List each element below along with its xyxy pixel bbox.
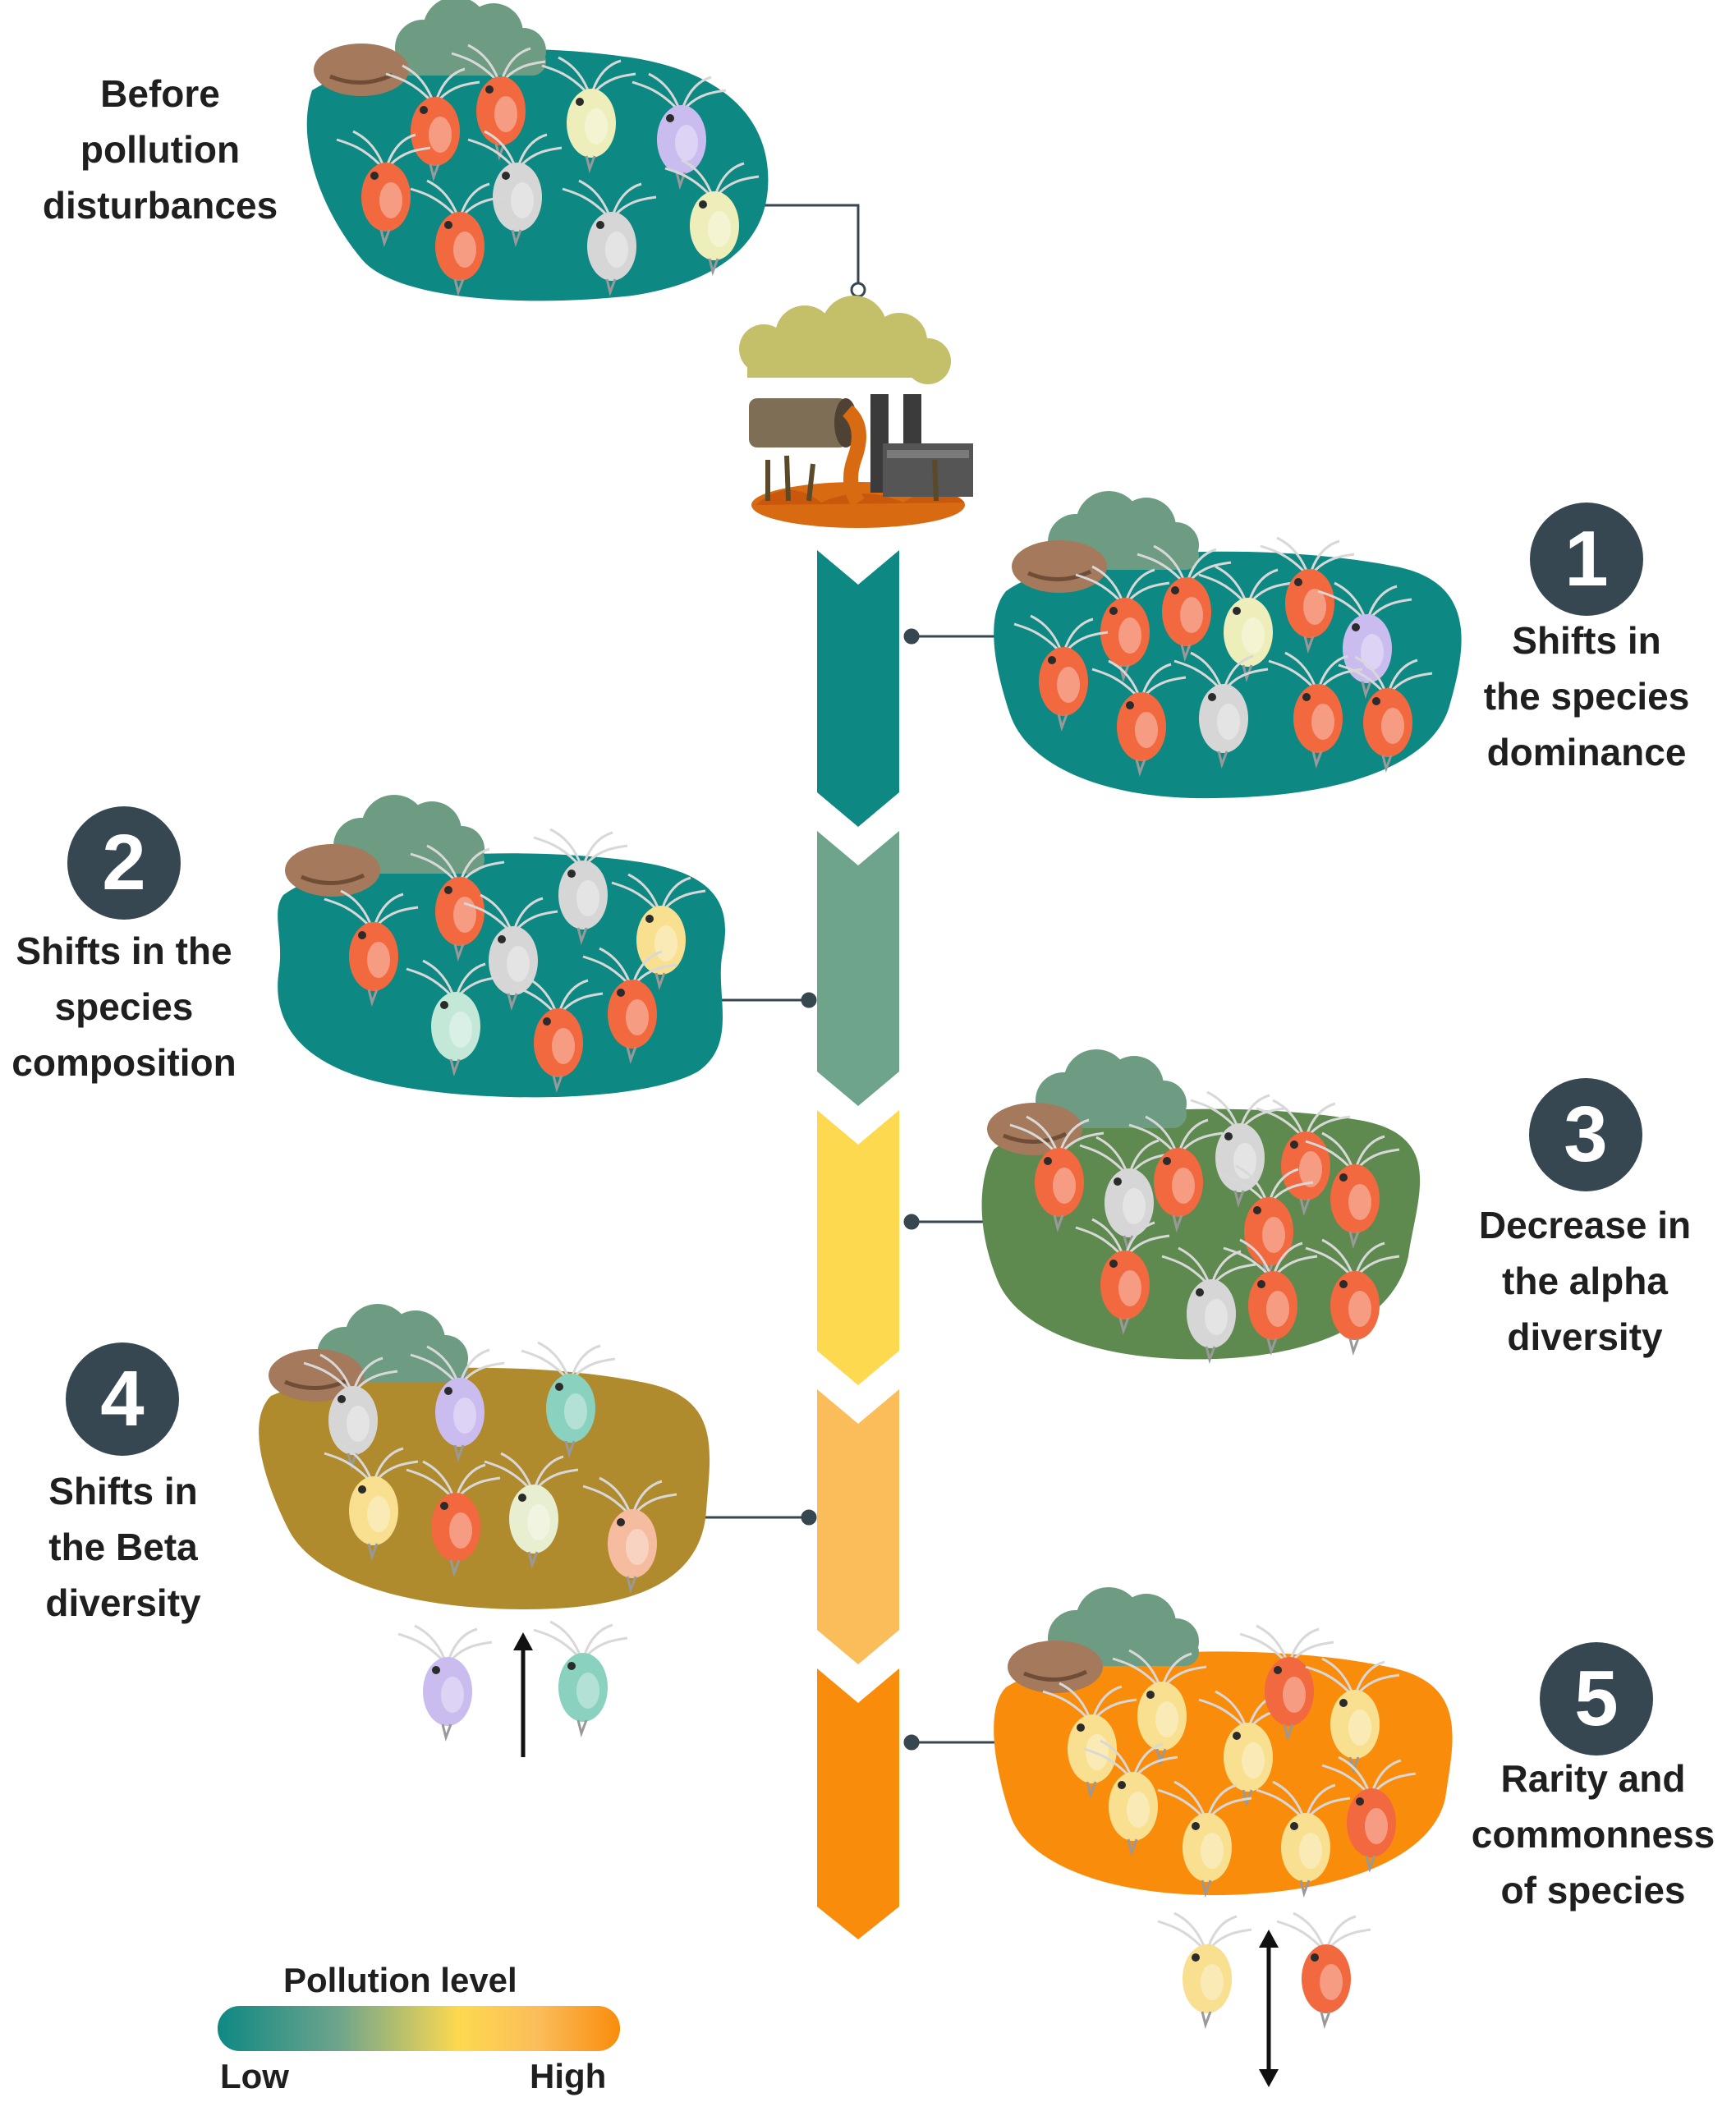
stage-1-badge: 1 — [1530, 503, 1643, 616]
intro-label: Before pollution disturbances — [16, 66, 304, 233]
stage-5-label: Rarity and commonness of species — [1454, 1751, 1733, 1918]
beta-diversity-indicator — [397, 1620, 629, 1757]
legend-high-label: High — [530, 2057, 607, 2095]
rarity-indicator — [1156, 1912, 1372, 2087]
stage-5-label-line: of species — [1500, 1869, 1686, 1912]
pond-stage-3 — [981, 1049, 1421, 1361]
intro-connector — [743, 204, 866, 298]
factory-pipe-icon — [739, 296, 973, 528]
trunk-segment-5 — [817, 1668, 899, 1939]
trunk-segment-3 — [817, 1110, 899, 1385]
stage-2-badge: 2 — [67, 806, 181, 920]
stage-2-label: Shifts in the species composition — [0, 923, 248, 1090]
legend-title: Pollution level — [283, 1961, 517, 1999]
stage-3-badge: 3 — [1529, 1078, 1642, 1191]
stage-1-label-line: the species — [1483, 675, 1690, 718]
stage-3-label: Decrease in the alpha diversity — [1441, 1197, 1729, 1365]
pollution-trunk — [817, 550, 899, 1939]
legend-gradient-bar — [218, 2006, 620, 2051]
intro-label-line: pollution — [80, 128, 241, 171]
pond-stage-1 — [994, 491, 1462, 799]
pond-stage-2 — [278, 795, 726, 1098]
stage-1-label-line: dominance — [1486, 731, 1687, 773]
stage-4-label-line: the Beta — [48, 1526, 198, 1568]
trunk-segment-1 — [817, 550, 899, 827]
pond-stage-4 — [259, 1304, 710, 1609]
stage-5-label-line: Rarity and — [1500, 1757, 1686, 1800]
stage-3-label-line: Decrease in — [1478, 1204, 1692, 1246]
stage-3-label-line: diversity — [1507, 1315, 1663, 1358]
legend-low-label: Low — [220, 2057, 289, 2095]
intro-label-line: disturbances — [42, 184, 278, 227]
stage-5-label-line: commonness — [1471, 1813, 1715, 1856]
stage-1-label-line: Shifts in — [1512, 619, 1661, 662]
stage-2-label-line: Shifts in the — [16, 929, 232, 972]
stage-4-label: Shifts in the Beta diversity — [0, 1463, 246, 1631]
stage-2-label-line: composition — [11, 1041, 237, 1084]
stage-2-label-line: species — [54, 985, 194, 1028]
stage-5-badge: 5 — [1540, 1642, 1653, 1755]
stage-4-label-line: diversity — [45, 1581, 201, 1624]
stage-4-label-line: Shifts in — [48, 1470, 198, 1512]
stage-4-badge: 4 — [66, 1342, 179, 1456]
stage-1-label: Shifts in the species dominance — [1447, 613, 1726, 780]
stage-connectors — [702, 628, 1002, 1751]
trunk-segment-2 — [817, 831, 899, 1106]
pond-stage-5 — [994, 1587, 1453, 1896]
stage-3-label-line: the alpha — [1502, 1260, 1668, 1302]
intro-pond — [306, 0, 769, 301]
trunk-segment-4 — [817, 1389, 899, 1664]
intro-label-line: Before — [100, 72, 220, 115]
